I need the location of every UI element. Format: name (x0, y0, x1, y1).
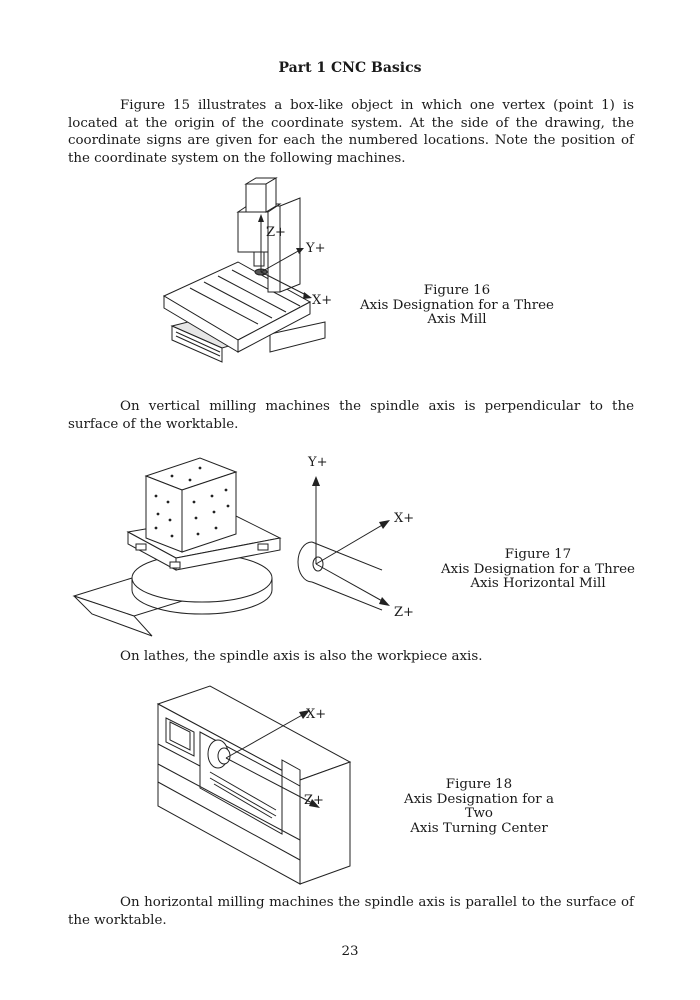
page-number: 23 (341, 944, 359, 959)
fig18-x-axis-label: X+ (306, 707, 326, 722)
fig17-x-axis-label: X+ (394, 511, 414, 526)
fig17-y-axis-label: Y+ (307, 455, 327, 470)
fig18-z-axis-label: Z+ (304, 793, 324, 808)
figure-17-caption-line-2: Axis Designation for a Three (441, 561, 635, 577)
figure-16-caption-line-1: Figure 16 (423, 283, 491, 298)
figure-17-caption-line-1: Figure 17 (504, 547, 572, 562)
paragraph-vertical-mill: On vertical milling machines the spindle… (68, 399, 634, 432)
figure-18-illustration: X+ Z+ (154, 684, 354, 890)
paragraph-horizontal-mill: On horizontal milling machines the spind… (68, 895, 634, 928)
fig17-z-axis-label: Z+ (394, 605, 414, 620)
figure-16-caption-line-2: Axis Designation for a Three (360, 297, 554, 313)
figure-17-caption-line-3: Axis Horizontal Mill (470, 576, 606, 591)
figure-18-caption-line-3: Axis Turning Center (410, 820, 548, 836)
paragraph-intro: Figure 15 illustrates a box-like object … (68, 98, 634, 166)
figure-18-caption: Figure 18 Axis Designation for a Two Axi… (388, 777, 570, 836)
page-header: Part 1 CNC Basics (278, 60, 422, 76)
figure-18-caption-line-1: Figure 18 (445, 777, 513, 792)
figure-17-illustration: Y+ X+ Z+ (72, 452, 432, 642)
fig16-y-axis-label: Y+ (305, 241, 325, 256)
figure-16-caption: Figure 16 Axis Designation for a Three A… (360, 283, 554, 328)
figure-16-illustration: Z+ Y+ X+ (160, 176, 360, 372)
figure-16-caption-line-3: Axis Mill (427, 312, 487, 327)
fig16-x-axis-label: X+ (312, 293, 332, 308)
figure-17-caption: Figure 17 Axis Designation for a Three A… (440, 547, 636, 592)
paragraph-lathe: On lathes, the spindle axis is also the … (120, 649, 483, 664)
fig16-z-axis-label: Z+ (266, 225, 286, 240)
figure-18-caption-line-2: Axis Designation for a Two (404, 791, 554, 821)
